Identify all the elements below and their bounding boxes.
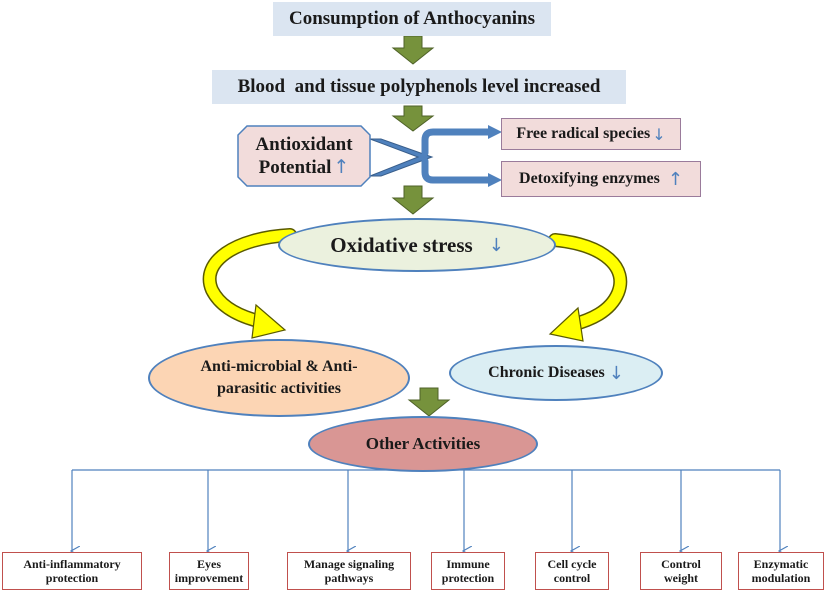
polyphenols-label: Blood and tissue polyphenols level incre… bbox=[237, 76, 601, 97]
green-arrow-3 bbox=[391, 185, 435, 215]
eyes-improvement-box: Eyes improvement bbox=[169, 552, 249, 590]
immune-protection-line2: protection bbox=[441, 571, 495, 585]
yellow-curve-left bbox=[202, 228, 297, 339]
eyes-improvement-line1: Eyes bbox=[197, 557, 221, 571]
down-arrow-icon: ↓ bbox=[488, 234, 504, 256]
control-weight-line1: Control bbox=[661, 557, 701, 571]
free-radical-label: Free radical species bbox=[516, 125, 651, 142]
antimicrobial-line2: parasitic activities bbox=[217, 380, 341, 397]
eyes-improvement-line2: improvement bbox=[174, 571, 244, 585]
antioxidant-box bbox=[237, 125, 371, 187]
immune-protection-line1: Immune bbox=[446, 557, 490, 571]
cell-cycle-box: Cell cycle control bbox=[535, 552, 609, 590]
manage-signaling-line2: pathways bbox=[324, 571, 374, 585]
antimicrobial-ellipse: Anti-microbial & Anti- parasitic activit… bbox=[148, 339, 410, 417]
other-activities-label: Other Activities bbox=[365, 434, 481, 453]
manage-signaling-box: Manage signaling pathways bbox=[287, 552, 411, 590]
green-arrow-1 bbox=[391, 35, 435, 65]
green-arrow-4 bbox=[407, 387, 451, 417]
consumption-label: Consumption of Anthocyanins bbox=[288, 8, 536, 29]
immune-protection-box: Immune protection bbox=[431, 552, 505, 590]
chronic-diseases-label: Chronic Diseases bbox=[488, 364, 605, 381]
antioxidant-text: Antioxidant Potential↑ bbox=[237, 125, 371, 187]
chronic-diseases-ellipse: Chronic Diseases↓ bbox=[449, 345, 663, 401]
control-weight-box: Control weight bbox=[640, 552, 722, 590]
up-arrow-icon: ↑ bbox=[667, 168, 683, 190]
down-arrow-icon: ↓ bbox=[608, 362, 624, 384]
other-activities-ellipse: Other Activities bbox=[308, 416, 538, 472]
yellow-curve-right bbox=[548, 233, 628, 342]
detox-label: Detoxifying enzymes bbox=[519, 170, 660, 187]
bottom-branch-lines bbox=[72, 460, 780, 551]
free-radical-box: Free radical species↓ bbox=[501, 118, 681, 150]
enzymatic-modulation-box: Enzymatic modulation bbox=[738, 552, 824, 590]
anti-inflammatory-line2: protection bbox=[45, 571, 99, 585]
oxidative-stress-label: Oxidative stress bbox=[330, 232, 473, 257]
cell-cycle-line1: Cell cycle bbox=[547, 557, 597, 571]
green-arrow-2 bbox=[391, 105, 435, 132]
antimicrobial-line1: Anti-microbial & Anti- bbox=[200, 358, 358, 375]
oxidative-stress-ellipse: Oxidative stress ↓ bbox=[278, 218, 556, 272]
polyphenols-box: Blood and tissue polyphenols level incre… bbox=[212, 70, 626, 104]
up-arrow-icon: ↑ bbox=[333, 155, 350, 178]
anti-inflammatory-line1: Anti-inflammatory bbox=[23, 557, 121, 571]
enzymatic-modulation-line2: modulation bbox=[751, 571, 811, 585]
antioxidant-split-connector bbox=[369, 125, 502, 187]
cell-cycle-line2: control bbox=[553, 571, 591, 585]
detox-box: Detoxifying enzymes ↑ bbox=[501, 161, 701, 197]
down-arrow-icon: ↓ bbox=[652, 124, 666, 144]
consumption-box: Consumption of Anthocyanins bbox=[273, 2, 551, 36]
manage-signaling-line1: Manage signaling bbox=[303, 557, 395, 571]
antioxidant-line2: Potential bbox=[258, 156, 332, 178]
control-weight-line2: weight bbox=[664, 571, 698, 585]
anti-inflammatory-box: Anti-inflammatory protection bbox=[2, 552, 142, 590]
enzymatic-modulation-line1: Enzymatic bbox=[753, 557, 809, 571]
antioxidant-line1: Antioxidant bbox=[255, 133, 353, 155]
